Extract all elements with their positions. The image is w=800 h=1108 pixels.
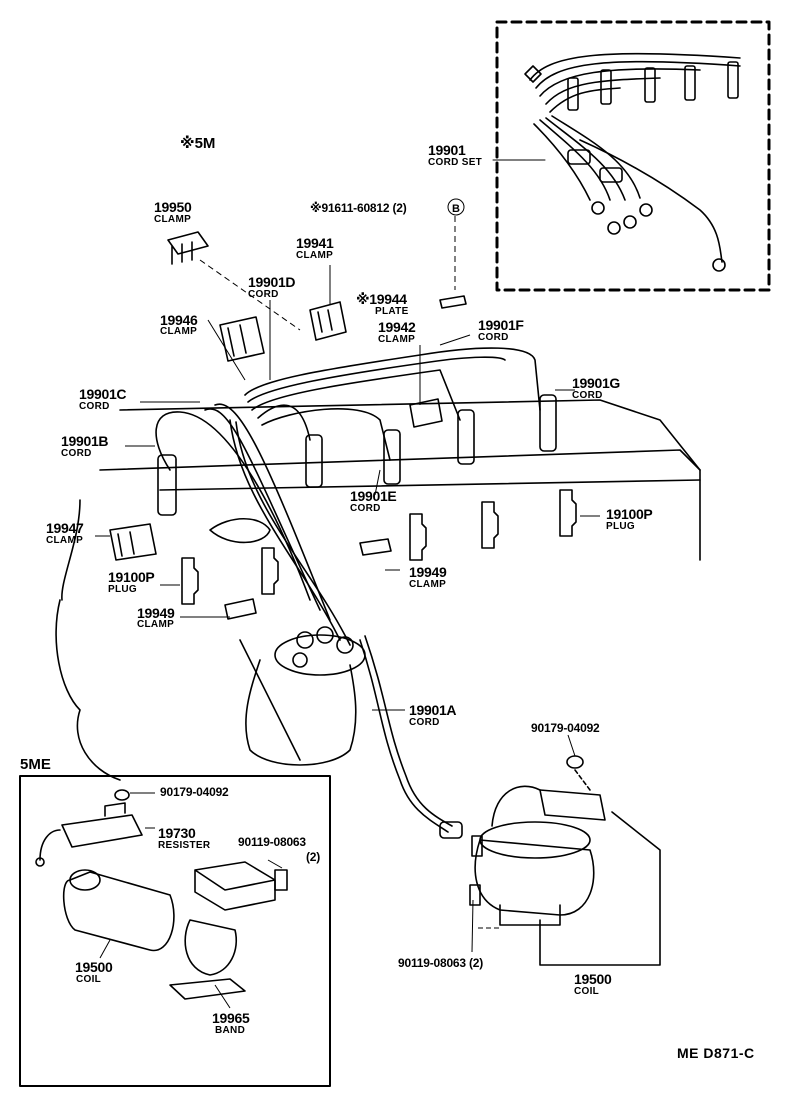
label-clamp-19949-right-name: CLAMP bbox=[409, 579, 447, 590]
label-bolt-right: 90119-08063 (2) bbox=[398, 956, 484, 970]
ref-b-letter: B bbox=[452, 203, 460, 215]
label-cord-d-name: CORD bbox=[248, 289, 279, 300]
label-clamp-19946-name: CLAMP bbox=[160, 326, 198, 337]
label-5me-coil-number: 19500 bbox=[75, 959, 113, 975]
label-cord-e-number: 19901E bbox=[350, 488, 397, 504]
label-coil-right-name: COIL bbox=[574, 986, 600, 997]
label-cord-d-number: 19901D bbox=[248, 274, 296, 290]
label-clamp-19941-name: CLAMP bbox=[296, 250, 334, 261]
spark-plug-wires bbox=[155, 347, 557, 839]
label-cord-b-number: 19901B bbox=[61, 433, 109, 449]
label-plate-19944-name: PLATE bbox=[375, 306, 409, 317]
label-5me-band-number: 19965 bbox=[212, 1010, 250, 1026]
inset-5me bbox=[19, 775, 331, 1087]
label-plug-left-name: PLUG bbox=[108, 584, 137, 595]
label-clamp-19950-number: 19950 bbox=[154, 199, 192, 215]
label-clamp-19949-left-number: 19949 bbox=[137, 605, 175, 621]
label-5me-resister-number: 19730 bbox=[158, 825, 196, 841]
label-coil-right-number: 19500 bbox=[574, 971, 612, 987]
label-cord-f-name: CORD bbox=[478, 332, 509, 343]
label-cord-f-number: 19901F bbox=[478, 317, 524, 333]
label-plug-right-name: PLUG bbox=[606, 521, 635, 532]
label-clamp-19949-right-number: 19949 bbox=[409, 564, 447, 580]
label-5me-bolt-qty: (2) bbox=[306, 850, 321, 864]
spark-plug-illustrations bbox=[181, 489, 577, 605]
label-cord-a-name: CORD bbox=[409, 717, 440, 728]
label-clamp-19947-name: CLAMP bbox=[46, 535, 84, 546]
label-nut-right: 90179-04092 bbox=[531, 721, 600, 735]
label-cord-set-number: 19901 bbox=[428, 142, 466, 158]
label-clamp-19942-number: 19942 bbox=[378, 319, 416, 335]
engine-block-outline bbox=[55, 399, 701, 781]
label-clamp-19947-number: 19947 bbox=[46, 520, 84, 536]
clamp-illustrations bbox=[109, 231, 467, 620]
leader-lines bbox=[95, 198, 600, 1009]
inset-5me-title: 5ME bbox=[20, 756, 51, 773]
label-plug-right-number: 19100P bbox=[606, 506, 653, 522]
label-5me-coil-name: COIL bbox=[76, 974, 102, 985]
label-clamp-19942-name: CLAMP bbox=[378, 334, 416, 345]
label-clamp-19941-number: 19941 bbox=[296, 235, 334, 251]
label-clamp-19950-name: CLAMP bbox=[154, 214, 192, 225]
label-cord-a-number: 19901A bbox=[409, 702, 457, 718]
label-variant-5m: ※5M bbox=[180, 135, 216, 152]
label-cord-g-name: CORD bbox=[572, 390, 603, 401]
ignition-coil-right bbox=[469, 755, 661, 966]
label-5me-nut: 90179-04092 bbox=[160, 785, 229, 799]
label-clamp-19949-left-name: CLAMP bbox=[137, 619, 175, 630]
label-cord-set-name: CORD SET bbox=[428, 157, 483, 168]
label-bolt-91611: ※91611-60812 (2) bbox=[310, 201, 407, 215]
distributor-illustration bbox=[209, 518, 366, 766]
label-cord-e-name: CORD bbox=[350, 503, 381, 514]
label-5me-resister-name: RESISTER bbox=[158, 840, 211, 851]
label-cord-c-name: CORD bbox=[79, 401, 110, 412]
label-5me-band-name: BAND bbox=[215, 1025, 246, 1036]
label-cord-g-number: 19901G bbox=[572, 375, 621, 391]
label-plug-left-number: 19100P bbox=[108, 569, 155, 585]
label-clamp-19946-number: 19946 bbox=[160, 312, 198, 328]
diagram-code: ME D871-C bbox=[677, 1045, 755, 1061]
cord-set-illustration bbox=[492, 20, 771, 292]
label-cord-b-name: CORD bbox=[61, 448, 92, 459]
label-cord-c-number: 19901C bbox=[79, 386, 127, 402]
label-5me-bolt-number: 90119-08063 bbox=[238, 835, 306, 849]
label-plate-19944-number: ※19944 bbox=[356, 291, 407, 307]
